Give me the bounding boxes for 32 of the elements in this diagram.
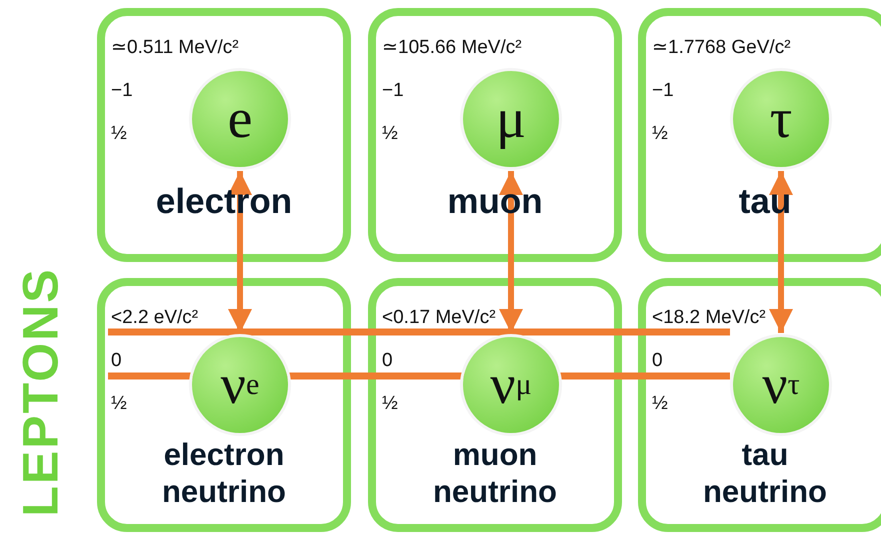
mass-value: ≃1.7768 GeV/c² <box>652 38 791 59</box>
spin-value: ½ <box>382 124 398 145</box>
spin-value: ½ <box>382 394 398 415</box>
spin-value: ½ <box>652 394 668 415</box>
particle-card <box>638 8 881 262</box>
particle-name: electron neutrino <box>161 436 287 510</box>
particle-card <box>97 278 351 532</box>
spin-value: ½ <box>111 394 127 415</box>
vertical-heading: LEPTONS <box>11 267 70 517</box>
particle-symbol: e <box>192 71 288 167</box>
particle-name: muon neutrino <box>432 436 558 510</box>
mass-value: ≃0.511 MeV/c² <box>111 38 239 59</box>
mass-value: ≃105.66 MeV/c² <box>382 38 522 59</box>
particle-card <box>97 8 351 262</box>
charge-value: 0 <box>111 351 122 372</box>
charge-value: −1 <box>382 81 404 102</box>
mass-value: <0.17 MeV/c² <box>382 308 496 329</box>
spin-value: ½ <box>111 124 127 145</box>
spin-value: ½ <box>652 124 668 145</box>
particle-name: tau neutrino <box>702 436 828 510</box>
charge-value: −1 <box>111 81 133 102</box>
mass-value: <18.2 MeV/c² <box>652 308 766 329</box>
particle-card <box>368 278 622 532</box>
double-arrow <box>769 171 793 333</box>
particle-card <box>638 278 881 532</box>
charge-value: 0 <box>382 351 393 372</box>
particle-symbol: τ <box>733 71 829 167</box>
mass-value: <2.2 eV/c² <box>111 308 198 329</box>
charge-value: −1 <box>652 81 674 102</box>
particle-card <box>368 8 622 262</box>
particle-symbol: μ <box>463 71 559 167</box>
charge-value: 0 <box>652 351 663 372</box>
